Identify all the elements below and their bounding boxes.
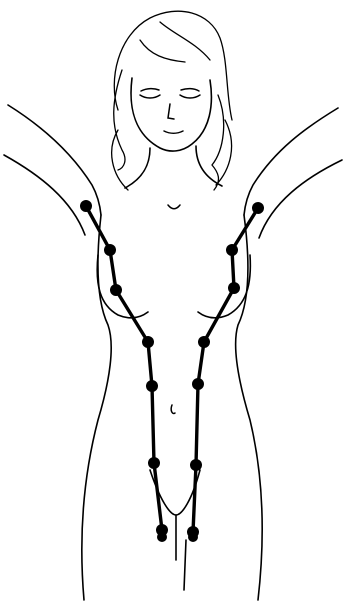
neck-outline <box>125 146 222 209</box>
arms-outline <box>4 105 342 238</box>
body-outline <box>82 215 262 600</box>
right-point-5 <box>192 378 204 390</box>
mouth <box>164 131 183 133</box>
right-eye <box>180 95 200 98</box>
left-point-2 <box>104 244 116 256</box>
left-point-4 <box>142 336 154 348</box>
right-point-4 <box>198 336 210 348</box>
right-point-2 <box>226 244 238 256</box>
face <box>131 78 211 151</box>
left-point-1 <box>80 200 92 212</box>
right-marked-path <box>187 202 264 542</box>
nose <box>168 104 174 119</box>
hair-outline <box>112 11 232 190</box>
right-point-3 <box>228 282 240 294</box>
left-point-6 <box>148 457 160 469</box>
left-point-8 <box>157 532 167 542</box>
right-point-6 <box>190 459 202 471</box>
left-point-3 <box>110 284 122 296</box>
right-point-1 <box>252 202 264 214</box>
left-point-5 <box>146 380 158 392</box>
left-eye <box>140 95 160 98</box>
navel <box>171 405 175 413</box>
right-point-8 <box>188 532 198 542</box>
left-marked-path <box>80 200 168 542</box>
